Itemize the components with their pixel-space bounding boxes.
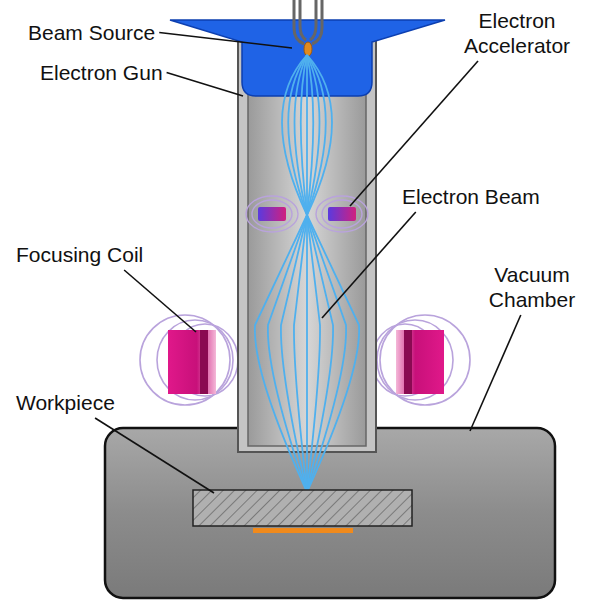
accelerator-ring-right	[328, 207, 356, 221]
beam-stroke	[268, 55, 326, 492]
cathode-tip	[304, 42, 312, 56]
part-label: Electron Beam	[402, 184, 540, 209]
accelerator-ring-left	[258, 207, 286, 221]
beam-stroke	[255, 55, 332, 492]
part-label: Electron Accelerator	[452, 8, 582, 58]
coil-shade	[200, 330, 208, 394]
beam-stroke	[295, 55, 334, 492]
part-label: Workpiece	[16, 390, 115, 415]
leader-line	[124, 270, 196, 332]
leader-line	[322, 212, 416, 318]
part-label: Electron Gun	[40, 60, 163, 85]
vacuum-chamber	[105, 428, 555, 598]
beam-stroke	[294, 55, 313, 492]
electron-beam	[255, 55, 359, 492]
leader-line	[95, 418, 214, 493]
workpiece	[193, 490, 412, 526]
beam-stroke	[288, 55, 346, 492]
filament	[294, 0, 322, 44]
coil-shade	[404, 330, 412, 394]
focusing-coil-right	[396, 330, 444, 394]
beam-stroke	[306, 55, 308, 492]
part-label: Vacuum Chamber	[476, 262, 588, 312]
leader-line	[167, 73, 243, 97]
focusing-coil-left	[168, 330, 216, 394]
beam-stroke	[301, 55, 320, 492]
accelerator-field-lines	[246, 196, 368, 232]
part-label: Focusing Coil	[16, 242, 143, 267]
leader-line	[470, 315, 521, 431]
leader-line	[159, 33, 292, 49]
weld-seam	[253, 528, 353, 533]
part-label: Beam Source	[28, 20, 155, 45]
leader-line	[350, 61, 478, 206]
